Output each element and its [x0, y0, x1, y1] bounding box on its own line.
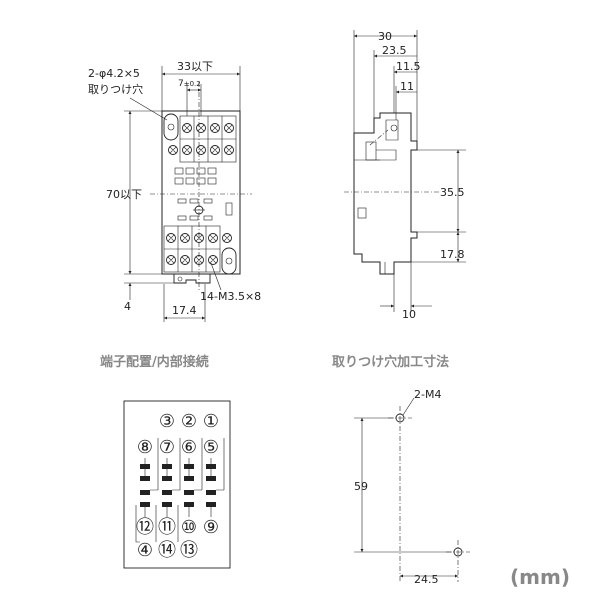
wiring-frame [123, 400, 231, 569]
terminal-row-2: ⑧ ⑦ ⑥ ⑤ [137, 437, 219, 458]
dim-24-5: 24.5 [414, 573, 439, 586]
front-dimensions: 33以下 7±0.2 2-φ4.2×5 取りつけ穴 70以下 4 17.4 [88, 60, 261, 322]
coil-contacts [135, 438, 225, 543]
terminal-13: ⑬ [180, 540, 198, 561]
din-clip-front [173, 274, 211, 284]
wiring-title: 端子配置/内部接続 [100, 354, 209, 370]
terminal-1: ① [203, 411, 219, 432]
mount-hole-top [395, 413, 405, 423]
screw-label: 14-M3.5×8 [200, 290, 261, 303]
dim-width-33: 33以下 [177, 60, 213, 73]
dim-foot-4: 4 [124, 300, 131, 313]
dim-bottom-17-4: 17.4 [172, 304, 197, 317]
terminal-4: ④ [137, 540, 153, 561]
mount-hole-label: 2-M4 [414, 388, 441, 401]
socket-body-front [161, 110, 241, 275]
front-view: 33以下 7±0.2 2-φ4.2×5 取りつけ穴 70以下 4 17.4 [88, 60, 261, 322]
mount-hole-bottom [453, 547, 463, 557]
dim-59: 59 [354, 480, 368, 493]
screw-terminals-bottom [166, 233, 232, 265]
terminal-2: ② [181, 411, 197, 432]
dim-11-5: 11.5 [396, 60, 421, 73]
terminal-row-3: ⑫ ⑪ ⑩ ⑨ [136, 517, 219, 538]
middle-section [150, 82, 252, 290]
mounting-hole-bottom [221, 247, 237, 275]
dim-pitch-7: 7±0.2 [178, 79, 201, 89]
hole-label: 2-φ4.2×5 [88, 67, 140, 80]
terminal-11: ⑪ [158, 517, 176, 538]
mounting-diagram: 2-M4 59 24.5 [354, 388, 470, 586]
dim-11: 11 [400, 80, 414, 93]
unit-label: (mm) [510, 565, 570, 589]
terminal-row-bottom: ④ ⑭ ⑬ [137, 540, 198, 561]
terminal-3: ③ [159, 411, 175, 432]
terminal-7: ⑦ [159, 437, 175, 458]
dim-10: 10 [402, 308, 416, 321]
side-view: 30 23.5 11.5 11 35.5 17.8 [344, 30, 466, 321]
dim-17-8: 17.8 [440, 248, 465, 261]
dim-23-5: 23.5 [382, 44, 407, 57]
mounting-hole-top-center [167, 123, 175, 131]
terminal-14: ⑭ [158, 540, 176, 561]
terminal-12: ⑫ [136, 517, 154, 538]
terminal-5: ⑤ [203, 437, 219, 458]
terminal-row-top: ③ ② ① [159, 411, 219, 432]
mounting-hole-top [163, 113, 179, 141]
dim-35-5: 35.5 [440, 186, 465, 199]
mounting-hole-bottom-center [225, 257, 233, 265]
top-terminal-block [168, 115, 237, 163]
hole-label-jp: 取りつけ穴 [88, 82, 143, 96]
wiring-diagram: ③ ② ① ⑧ ⑦ ⑥ ⑤ ⑫ ⑪ ⑩ ⑨ ④ [123, 400, 231, 569]
screw-terminals-top [168, 123, 234, 155]
socket-body-side [353, 112, 418, 275]
terminal-6: ⑥ [181, 437, 197, 458]
side-dimensions: 30 23.5 11.5 11 35.5 17.8 [344, 30, 466, 321]
dim-height-70: 70以下 [106, 188, 142, 201]
terminal-10: ⑩ [181, 517, 197, 538]
bottom-terminal-block [163, 225, 232, 273]
dim-30: 30 [378, 30, 392, 43]
terminal-9: ⑨ [203, 517, 219, 538]
terminal-8: ⑧ [137, 437, 153, 458]
mounting-title: 取りつけ穴加工寸法 [332, 354, 449, 370]
